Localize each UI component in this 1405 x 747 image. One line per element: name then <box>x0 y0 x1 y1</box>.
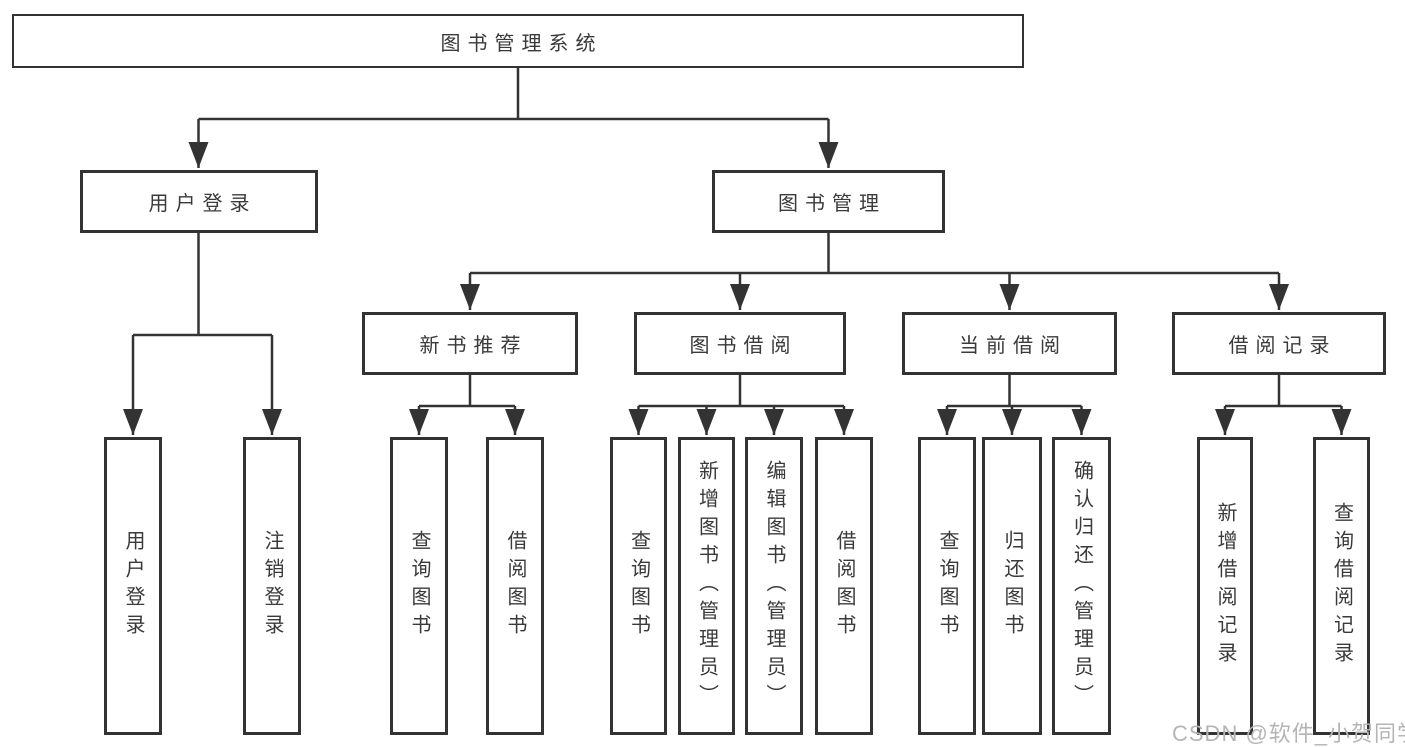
node-borrowing-records: 借阅记录 <box>1172 312 1386 375</box>
node-book-management: 图书管理 <box>712 170 945 233</box>
elbow-root <box>198 68 829 121</box>
elbow-new-book-recommend <box>419 375 515 408</box>
leaf-return-book: 归还图书 <box>982 437 1042 735</box>
leaf-confirm-return-admin: 确认归还（管理员） <box>1052 437 1111 735</box>
elbow-book-borrowing <box>638 375 844 408</box>
node-book-borrowing: 图书借阅 <box>634 312 846 375</box>
node-new-book-recommend: 新书推荐 <box>362 312 578 375</box>
node-current-borrowing: 当前借阅 <box>902 312 1117 375</box>
leaf-borrow-books-2: 借阅图书 <box>815 437 873 735</box>
elbow-current-borrowing <box>947 375 1082 408</box>
leaf-user-login: 用户登录 <box>104 437 162 735</box>
leaf-query-books-1: 查询图书 <box>390 437 448 735</box>
leaf-query-books-3: 查询图书 <box>918 437 976 735</box>
elbow-borrowing-records <box>1225 375 1342 408</box>
leaf-borrow-books-1: 借阅图书 <box>486 437 544 735</box>
leaf-add-borrow-record: 新增借阅记录 <box>1197 437 1253 735</box>
leaf-logout: 注销登录 <box>243 437 301 735</box>
node-user-login: 用户登录 <box>80 170 318 233</box>
node-library-system: 图书管理系统 <box>12 14 1024 68</box>
leaf-add-book-admin: 新增图书（管理员） <box>678 437 735 735</box>
elbow-user-login <box>133 233 272 337</box>
csdn-watermark: CSDN @软件_小贺同学 <box>1172 721 1405 746</box>
leaf-edit-book-admin: 编辑图书（管理员） <box>745 437 803 735</box>
elbow-book-management <box>470 233 1279 275</box>
leaf-query-books-2: 查询图书 <box>610 437 667 735</box>
leaf-query-borrow-record: 查询借阅记录 <box>1313 437 1370 735</box>
